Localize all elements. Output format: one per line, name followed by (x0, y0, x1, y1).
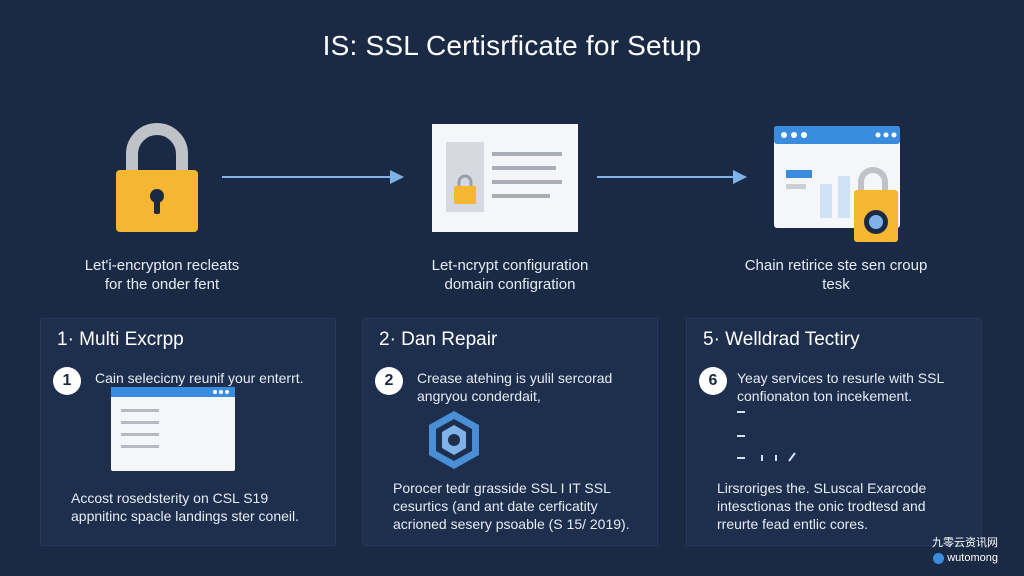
page-title: IS: SSL Certisrficate for Setup (322, 30, 702, 61)
padlock-icon (112, 118, 202, 234)
panel-footer-text: Lirsroriges the. SLuscal Exarcode intesc… (717, 480, 927, 532)
step-panel-2: 2· Dan Repair 2 Crease atehing is yulil … (362, 318, 658, 546)
hexagon-gear-icon (423, 409, 485, 476)
watermark-logo-icon (933, 552, 945, 564)
step-number-badge: 6 (699, 367, 727, 395)
panel-title: 5· Welldrad Tectiry (703, 329, 860, 350)
panel-title: 1· Multi Excrpp (57, 329, 184, 350)
step-panel-3: 5· Welldrad Tectiry 6 Yeay services to r… (686, 318, 982, 546)
document-lock-icon (432, 124, 578, 232)
step-description: Yeay services to resurle with SSL confio… (737, 370, 945, 404)
top-caption-2: Let-ncrypt configuration domain configra… (431, 257, 589, 293)
step-description: Crease atehing is yulil sercorad angryou… (417, 370, 613, 404)
watermark: 九零云资讯网 wutomong (932, 536, 998, 566)
watermark-line-1: 九零云资讯网 (932, 537, 998, 549)
window-mockup-icon (111, 387, 235, 476)
step-number-badge: 2 (375, 367, 403, 395)
step-description: Cain selecicny reunif your enterrt. (95, 370, 304, 386)
bullet-dashes-icon (737, 409, 807, 470)
step-panel-1: 1· Multi Excrpp 1 Cain selecicny reunif … (40, 318, 336, 546)
panel-footer-text: Porocer tedr grasside SSL I IT SSL cesur… (393, 480, 630, 532)
panel-title: 2· Dan Repair (379, 329, 498, 350)
top-caption-1: Let'i-encrypton recleats for the onder f… (84, 257, 240, 293)
watermark-line-2: wutomong (932, 551, 998, 566)
top-caption-3: Chain retirice ste sen croup tesk (744, 257, 928, 293)
flow-arrow-2 (597, 168, 749, 186)
browser-lock-icon (774, 126, 904, 246)
panel-footer-text: Accost rosedsterity on CSL S19 appnitinc… (71, 490, 300, 524)
flow-arrow-1 (222, 168, 406, 186)
step-number-badge: 1 (53, 367, 81, 395)
